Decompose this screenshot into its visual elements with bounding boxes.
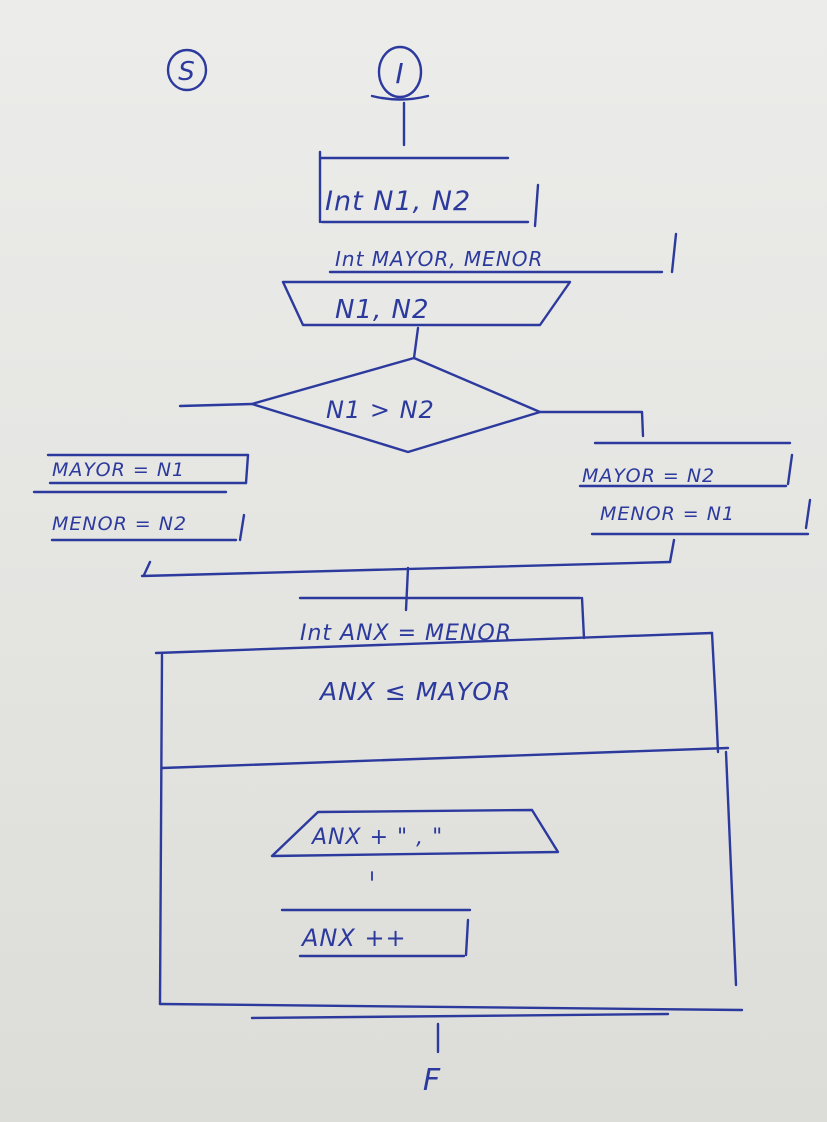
branch-no-line bbox=[538, 410, 645, 438]
input-text: N1, N2 bbox=[335, 295, 430, 325]
loop-top-line bbox=[154, 631, 714, 655]
branch-yes-right-line-2 bbox=[238, 513, 246, 542]
top-connector-circle bbox=[377, 45, 423, 99]
start-connector-circle bbox=[166, 48, 208, 92]
merge-right-drop bbox=[668, 538, 676, 564]
branch-no-right-line-2 bbox=[804, 498, 812, 530]
branch-no-assign2: MENOR = N1 bbox=[600, 503, 735, 525]
merge-left-drop bbox=[142, 560, 152, 577]
branch-yes-line bbox=[178, 402, 254, 408]
top-connector-label: I bbox=[395, 57, 404, 90]
branch-no-assign1: MAYOR = N2 bbox=[582, 465, 715, 487]
start-connector: S bbox=[166, 48, 208, 92]
branch-yes-assign1: MAYOR = N1 bbox=[52, 459, 185, 481]
loop-output-shape bbox=[270, 808, 560, 858]
decl-right-line-2 bbox=[670, 232, 678, 274]
loop-condition: ANX ≤ MAYOR bbox=[318, 677, 511, 706]
decl-right-line-1 bbox=[533, 183, 540, 228]
input-shape bbox=[281, 280, 572, 327]
decision-block: N1 > N2 bbox=[250, 356, 542, 454]
increment-right-line bbox=[464, 918, 470, 957]
loop-condition-divider bbox=[160, 746, 730, 770]
merge-line bbox=[140, 560, 672, 578]
decision-shape bbox=[250, 356, 542, 454]
branch-yes-block: MAYOR = N1 MENOR = N2 bbox=[32, 453, 250, 542]
decl-line2: Int MAYOR, MENOR bbox=[335, 247, 543, 271]
branch-no-right-line-1 bbox=[786, 453, 794, 486]
branch-no-block: MAYOR = N2 MENOR = N1 bbox=[578, 441, 812, 536]
loop-output-text: ANX + " , " bbox=[310, 825, 443, 850]
loop-frame: ANX ≤ MAYOR bbox=[154, 631, 744, 1012]
increment-text: ANX ++ bbox=[300, 924, 407, 952]
input-block: N1, N2 bbox=[281, 280, 572, 327]
top-connector-underline bbox=[370, 94, 430, 101]
declarations-block: Int N1, N2 Int MAYOR, MENOR bbox=[318, 150, 678, 274]
loop-right-upper-line bbox=[710, 631, 720, 754]
loop-bottom-line bbox=[158, 1002, 744, 1012]
branch-yes-assign2: MENOR = N2 bbox=[52, 513, 187, 535]
decl-line1: Int N1, N2 bbox=[325, 186, 471, 217]
flow-line-merge bbox=[404, 566, 410, 612]
branch-yes-right-line-1 bbox=[244, 453, 250, 485]
loop-output-block: ANX + " , " bbox=[270, 808, 560, 858]
end-label: F bbox=[423, 1063, 441, 1098]
loop-left-line bbox=[158, 653, 164, 1006]
top-connector: I bbox=[370, 45, 430, 101]
end-line bbox=[250, 1012, 670, 1020]
decision-text: N1 > N2 bbox=[326, 396, 435, 424]
loop-right-lower-line bbox=[724, 750, 738, 987]
flow-line-input bbox=[412, 326, 420, 360]
start-connector-label: S bbox=[178, 57, 196, 87]
loop-increment-block: ANX ++ bbox=[280, 908, 472, 958]
loop-init-right-line bbox=[580, 596, 586, 640]
